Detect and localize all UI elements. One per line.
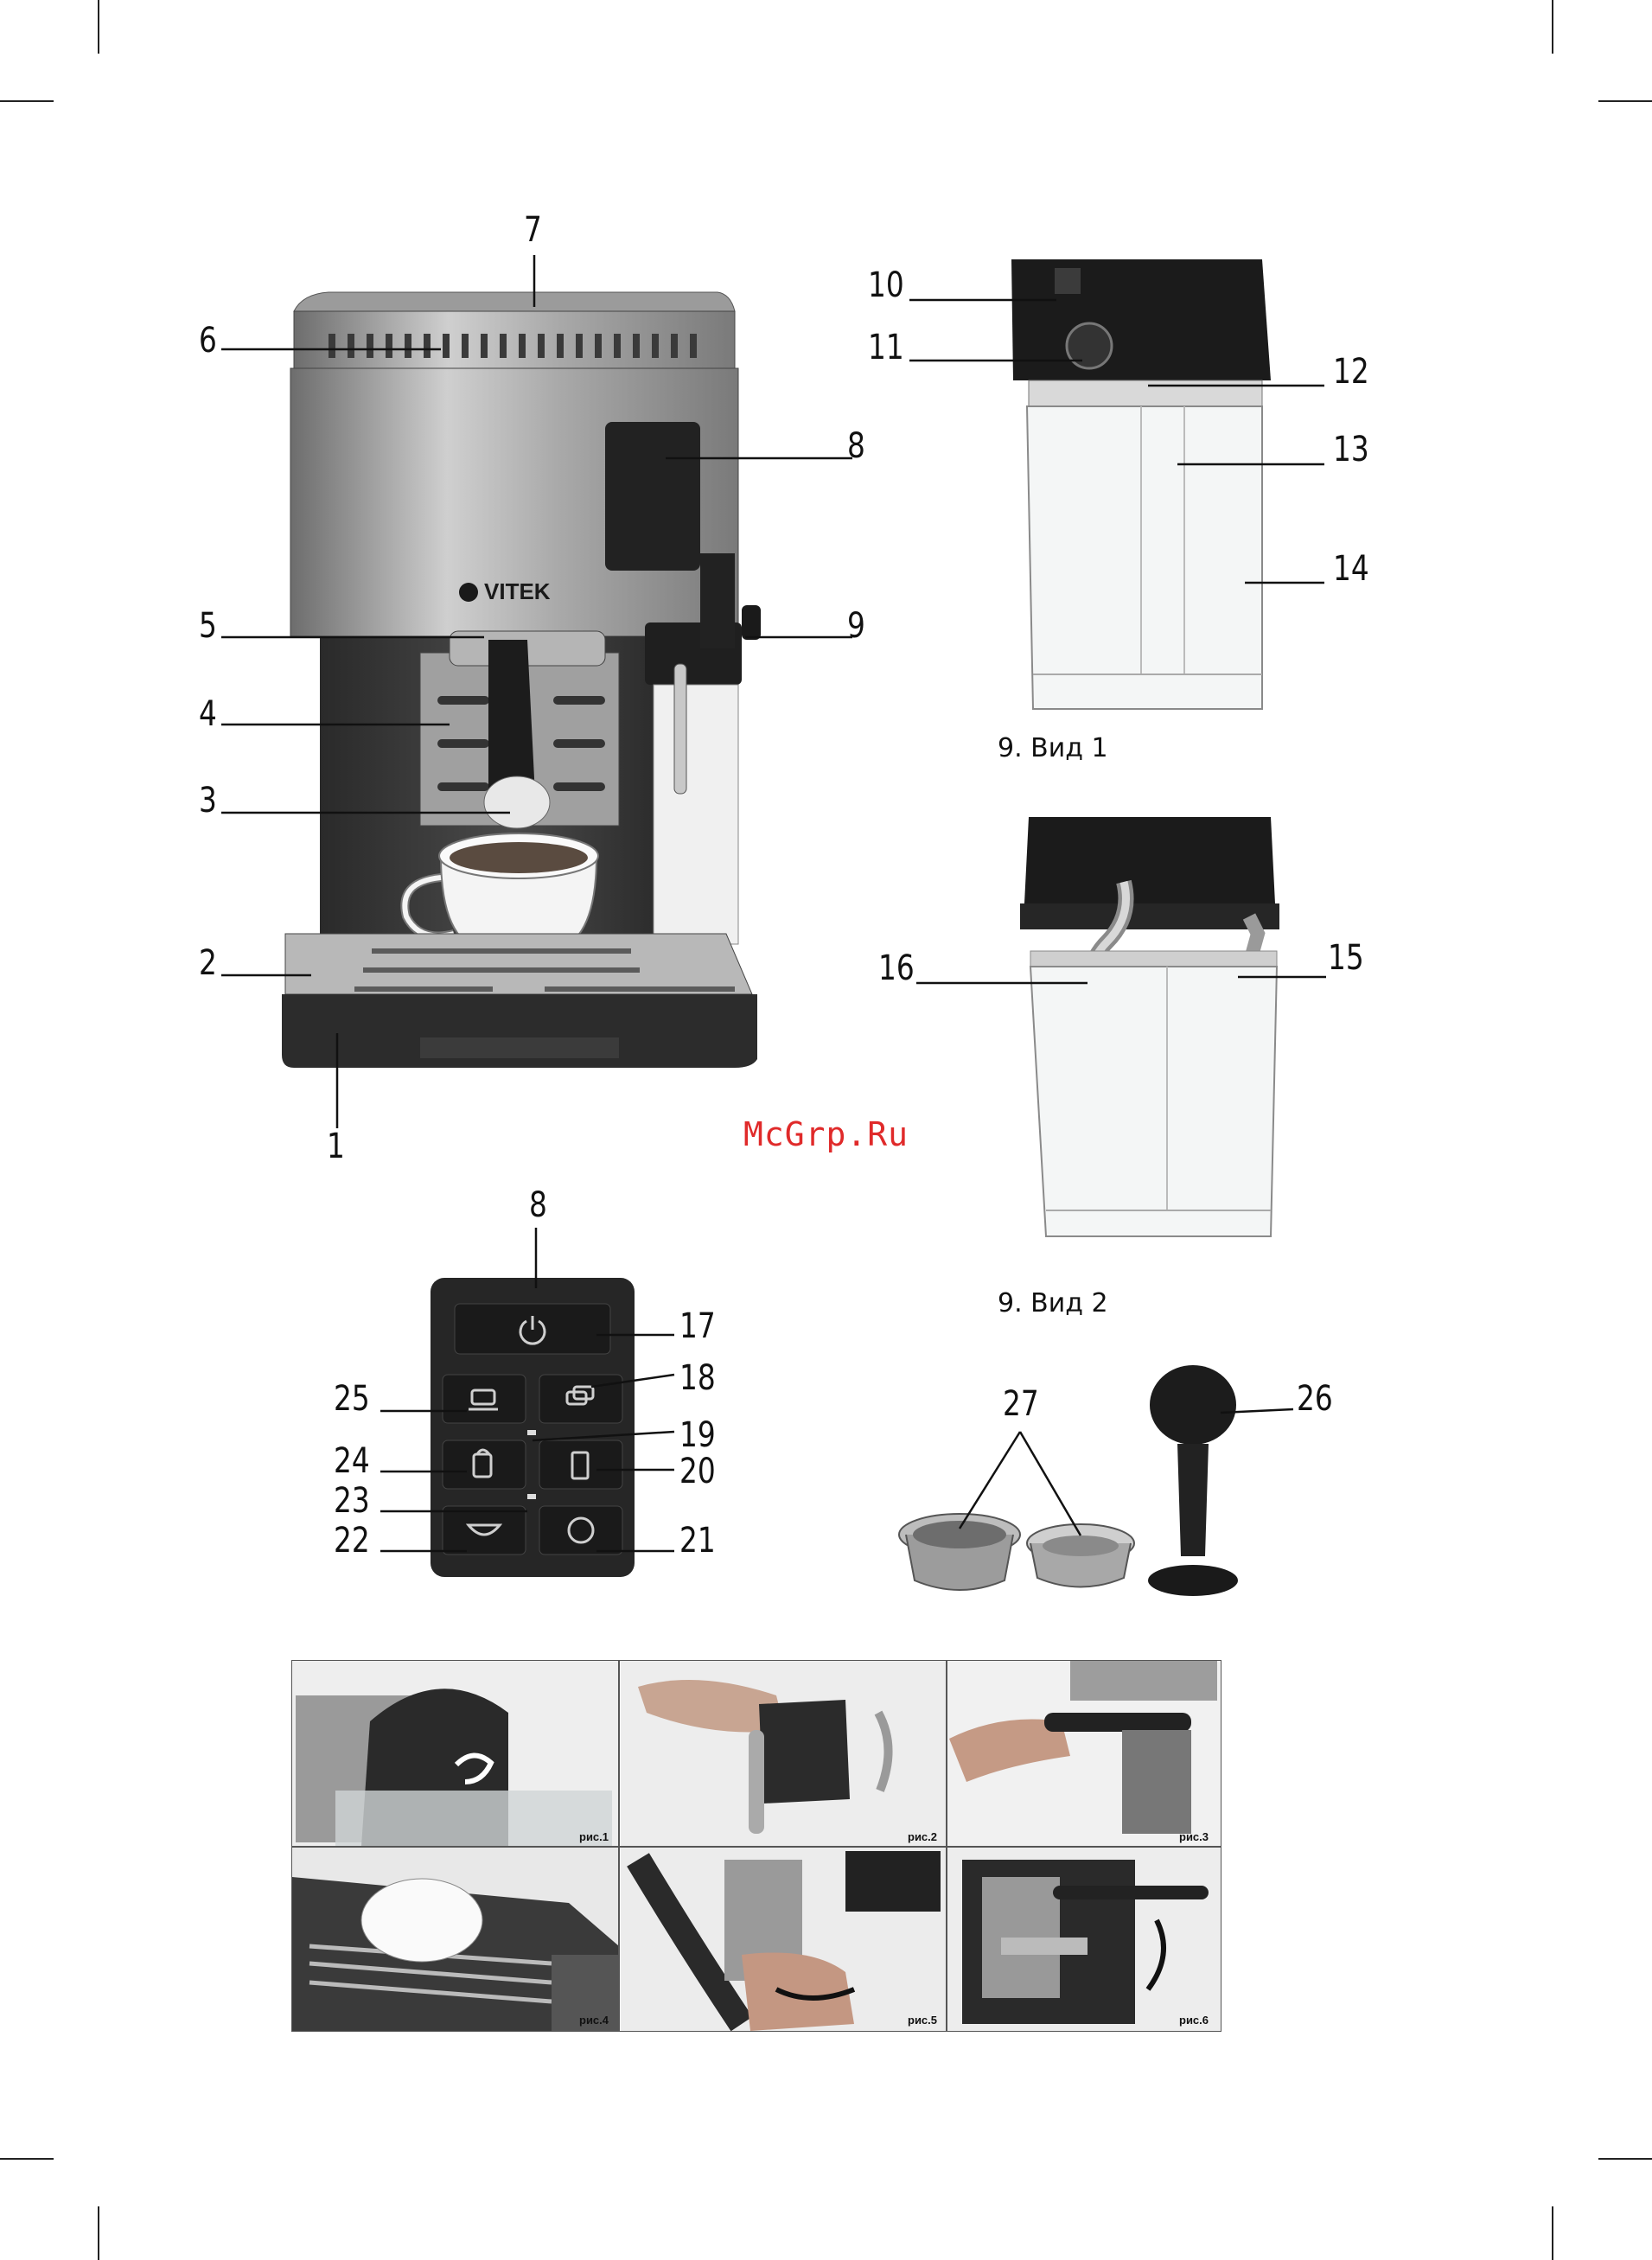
callout-27: 27 bbox=[1003, 1387, 1039, 1421]
photo-label-3: рис.3 bbox=[1179, 1830, 1209, 1843]
photo-label-4: рис.4 bbox=[579, 2014, 609, 2027]
photo-grid: рис.1 рис.2 рис.3 рис.4 рис.5 рис.6 bbox=[291, 1660, 1221, 2032]
photo-label-1: рис.1 bbox=[579, 1830, 609, 1843]
photo-grid-art bbox=[292, 1661, 1221, 2031]
photo-label-5: рис.5 bbox=[908, 2014, 937, 2027]
photo-label-6: рис.6 bbox=[1179, 2014, 1209, 2027]
photo-label-2: рис.2 bbox=[908, 1830, 937, 1843]
callout-26: 26 bbox=[1297, 1382, 1333, 1416]
